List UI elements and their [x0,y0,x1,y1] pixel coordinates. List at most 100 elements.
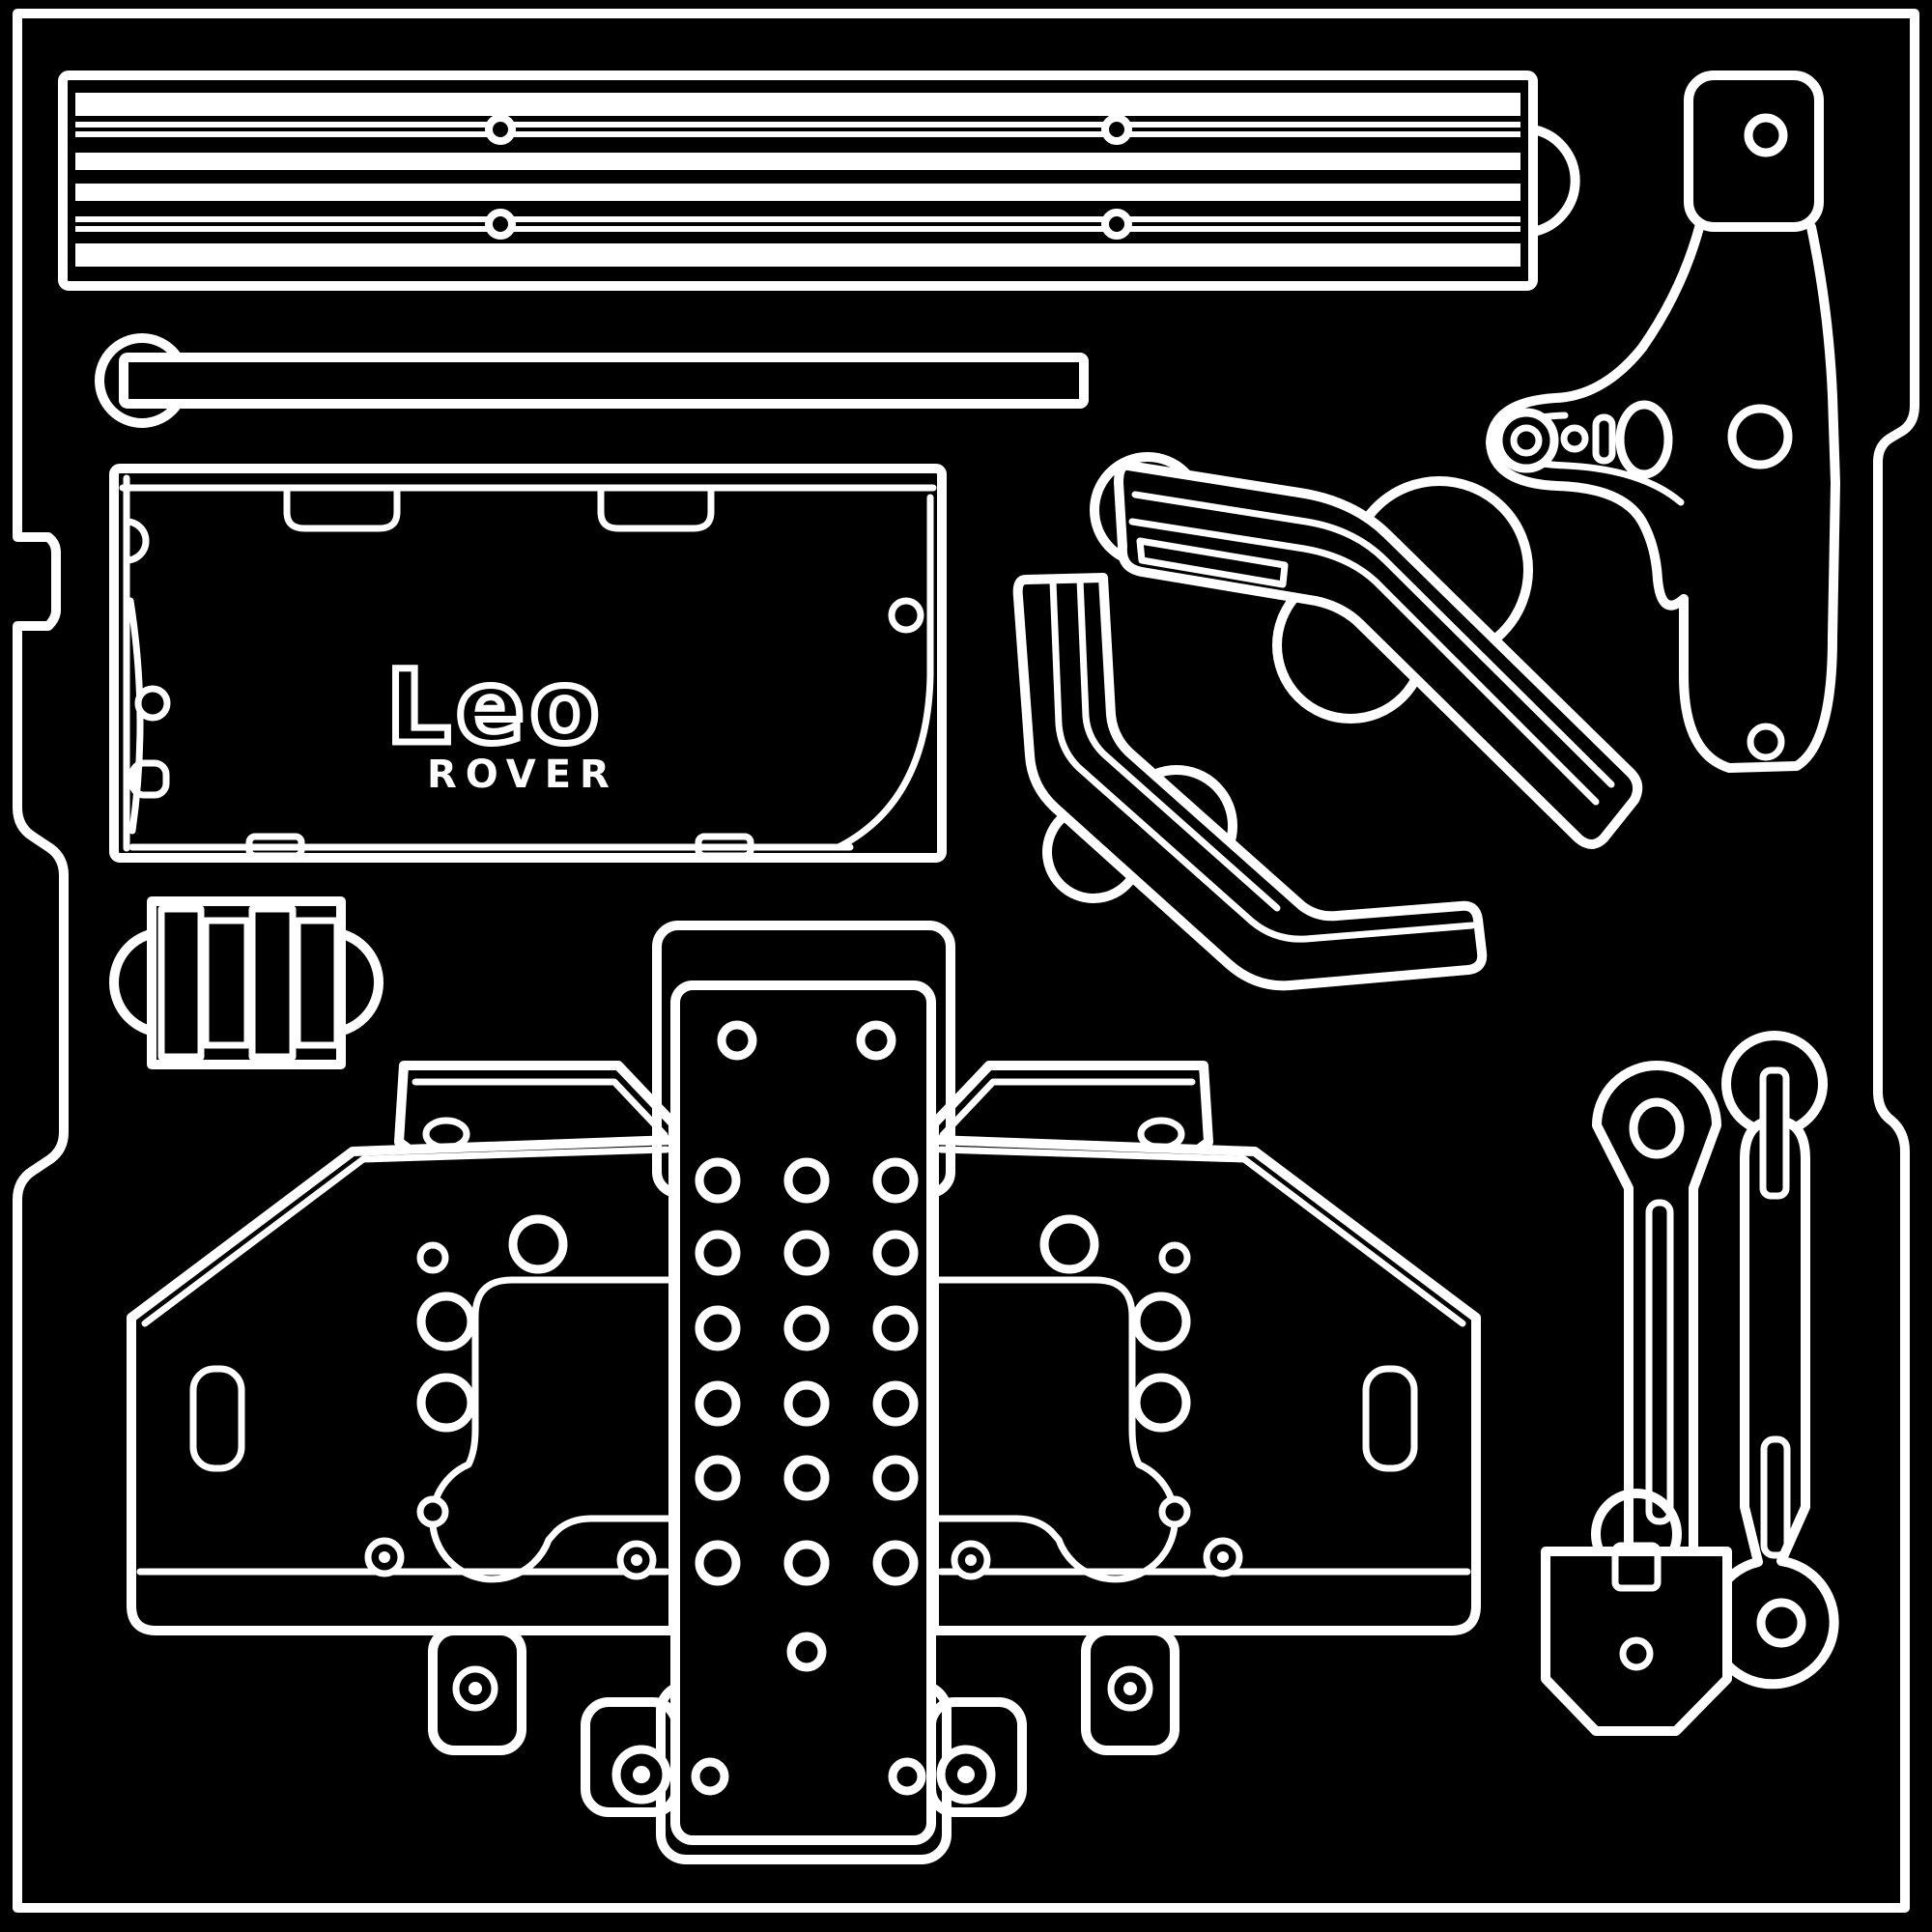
ribbed-block-bar-1 [157,905,205,1061]
t-bracket-bottom-hole [1747,723,1785,761]
bent-strip-upper-line-2 [1128,518,1600,806]
panel-left-bump [123,518,150,564]
rail-stripes [75,93,1520,267]
spine-hole [872,1540,919,1586]
t-bracket-oval-hole [1615,400,1673,479]
rail-stripe [75,216,1520,222]
side-plate-left-hole-b1 [508,1214,568,1274]
logo-panel-part: Leo ROVER [109,464,947,863]
ribbed-block-bar-4 [294,917,341,1049]
ribbed-block-bar-3 [248,905,297,1061]
t-bracket-slot [1592,413,1616,465]
t-bracket-arm-boss-hole [1510,424,1543,457]
spine-hole [872,1455,919,1501]
side-plate-left-hole-b3 [416,1373,476,1433]
rail-stripe [75,226,1520,232]
spine-hole [783,1380,830,1427]
link-arm-short-slot [1760,1435,1791,1559]
ribbed-block-part [109,896,384,1069]
link-arm-long-slot [1645,1199,1674,1525]
corner-bracket-part [1541,1489,1732,1736]
rail-stripe [75,243,1520,267]
spine-hole [695,1540,741,1586]
panel-left-sliver [127,597,144,835]
spine-hole [872,1230,919,1276]
spine-hole [717,1020,757,1061]
t-bracket-top-hole [1744,113,1788,157]
spine-hole [691,1757,729,1796]
bent-strip-lower-part [1012,573,1488,991]
rail-hole [1101,209,1132,240]
spine-hole [695,1380,741,1427]
spine-hole-grid [691,1020,926,1796]
spine-hole [695,1157,741,1204]
side-plate-left-hole-s2 [416,1495,449,1528]
bent-strip-upper-step [1136,537,1289,588]
side-plate-right-ring-2-pin [965,1554,977,1566]
spine-hole [783,1230,830,1276]
rail-stripe [75,131,1520,137]
panel-outline [109,464,947,863]
roof-wing-right-inner [939,1078,1196,1139]
rail-end-tab [1528,125,1580,237]
rail-body [58,71,1538,291]
side-plate-right-hole-b1 [1039,1214,1099,1274]
rail-stripe [75,122,1520,128]
roof-wing-left-inner [412,1078,668,1139]
logo-rover-text: ROVER [427,753,618,797]
side-plate-right-hole-b2 [1131,1292,1191,1351]
rail-hole [485,209,516,240]
corner-bracket-hole [1619,1636,1654,1671]
panel-right-hole [888,597,924,634]
striped-rail-part [58,71,1580,291]
rail-hole [1101,114,1132,145]
spine-hole [695,1455,741,1501]
side-plate-right-ring-1-pin [1217,1551,1229,1563]
rail-stripe [75,93,1520,116]
bent-strip-upper-part [1114,460,1643,849]
side-plate-right-slot [1362,1365,1418,1472]
spine-hole [856,1020,896,1061]
panel-round-corner [835,672,934,851]
spine-hole [872,1305,919,1351]
corner-bracket-notch [1611,1542,1662,1592]
panel-cup-slot-2 [597,484,715,532]
link-arm-long-head-hole [1629,1097,1685,1159]
t-bracket-top-tab [1684,71,1824,232]
t-bracket-body [1486,219,1840,773]
side-plate-right-inner-edge [937,1146,1466,1327]
side-plate-left-hole-s1 [416,1241,449,1274]
spine-hole [695,1230,741,1276]
side-plate-right-hole-s2 [1158,1495,1191,1528]
side-plate-right-hole-b3 [1131,1373,1191,1433]
panel-left-slot [128,759,170,799]
spine-hole [695,1305,741,1351]
side-plate-left-slot [189,1365,245,1472]
spine-hole [783,1455,830,1501]
side-plate-right-motor-cutout [927,1276,1179,1583]
ribbed-block-bar-2 [202,917,251,1049]
t-bracket-part [1486,71,1840,773]
spine-hole [872,1157,919,1204]
spine-hole [783,1540,830,1586]
side-plate-left-motor-cutout [429,1276,680,1583]
rod-body [119,353,1089,409]
spine-ear-right-pin [957,1766,975,1783]
side-plate-left-part [127,1135,680,1635]
t-bracket-neck [1653,575,1689,611]
foot-bracket-left-part [428,1626,526,1755]
foot-bracket-left-pin [469,1682,482,1695]
side-plate-right-hole-s1 [1158,1241,1191,1274]
spine-hole [888,1757,926,1796]
center-spine-part [581,921,1027,1864]
panel-bottom-tab-2 [695,833,754,860]
bent-strip-lower-body [1012,573,1488,991]
logo-leo-text: Leo [386,648,605,766]
t-bracket-right-hole [1727,404,1793,469]
side-plate-left-ring-2-pin [631,1554,642,1566]
side-plate-left-ring-1-pin [379,1551,390,1563]
rail-stripe [75,184,1520,201]
link-arm-short-top-slot [1759,1066,1790,1200]
t-bracket-small-hole [1560,424,1589,453]
